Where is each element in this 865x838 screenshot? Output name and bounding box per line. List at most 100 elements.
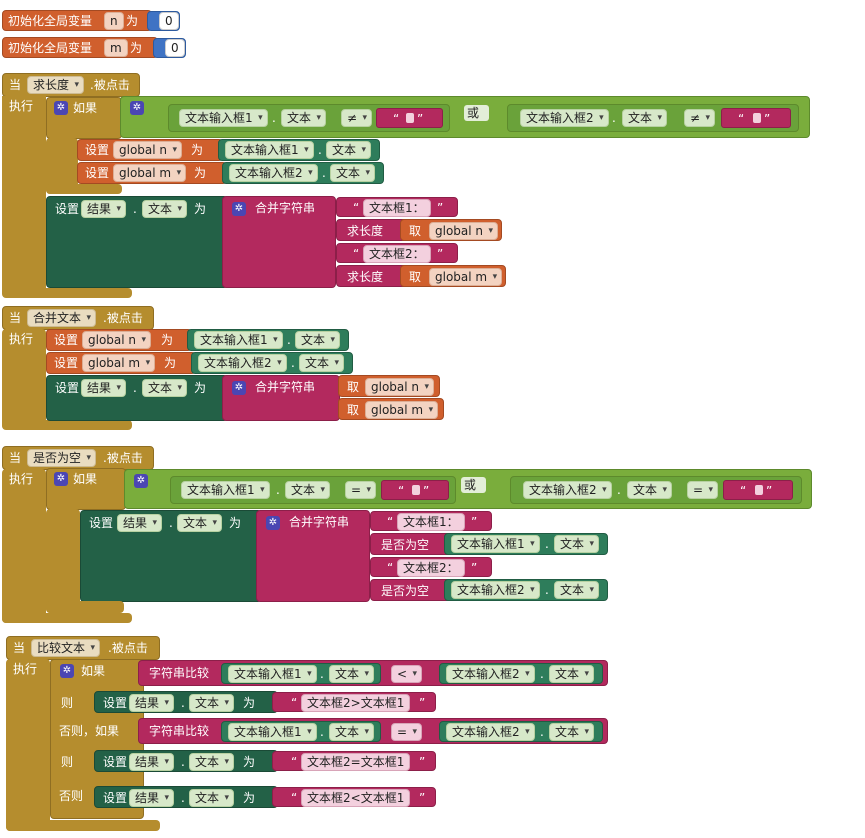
component-dropdown[interactable]: 文本输入框1 xyxy=(194,331,283,349)
set-result-block[interactable]: 设置 结果 . 文本 为 xyxy=(94,786,278,808)
component-dropdown[interactable]: 结果 xyxy=(129,694,175,712)
gear-icon[interactable]: ✲ xyxy=(232,381,246,395)
event-block-isempty[interactable]: 当 是否为空 .被点击 xyxy=(2,446,154,470)
empty-string[interactable] xyxy=(753,113,761,123)
property-dropdown[interactable]: 文本 xyxy=(189,694,235,712)
variable-dropdown[interactable]: global m xyxy=(82,354,156,372)
text-block[interactable]: “ 文本框2： ” xyxy=(336,243,458,263)
empty-string[interactable] xyxy=(755,485,763,495)
property-dropdown[interactable]: 文本 xyxy=(329,723,375,741)
text-block[interactable]: “ 文本框2=文本框1 ” xyxy=(272,751,436,771)
set-global-n-block[interactable]: 设置 global n 为 xyxy=(46,329,192,351)
text-block[interactable]: “ 文本框1： ” xyxy=(336,197,458,217)
component-getter[interactable]: 文本输入框1 . 文本 xyxy=(221,663,381,684)
property-dropdown[interactable]: 文本 xyxy=(549,665,595,683)
variable-dropdown[interactable]: global n xyxy=(429,222,499,240)
variable-dropdown[interactable]: global n xyxy=(82,331,152,349)
set-result-block[interactable]: 设置 结果 . 文本 为 xyxy=(94,691,278,713)
property-dropdown[interactable]: 文本 xyxy=(299,354,345,372)
variable-dropdown[interactable]: global m xyxy=(429,268,503,286)
property-dropdown[interactable]: 文本 xyxy=(189,753,235,771)
operator-dropdown[interactable]: ≠ xyxy=(684,109,716,127)
text-block[interactable]: “ ” xyxy=(376,108,443,128)
property-dropdown[interactable]: 文本 xyxy=(189,789,235,807)
component-dropdown[interactable]: 文本输入框1 xyxy=(451,535,540,553)
component-dropdown[interactable]: 文本输入框2 xyxy=(523,481,612,499)
number-field[interactable]: 0 xyxy=(165,39,185,57)
component-dropdown[interactable]: 文本输入框1 xyxy=(179,109,268,127)
empty-string[interactable] xyxy=(412,485,420,495)
component-dropdown[interactable]: 求长度 xyxy=(27,76,85,94)
property-dropdown[interactable]: 文本 xyxy=(554,535,600,553)
component-getter[interactable]: 文本输入框2 . 文本 xyxy=(439,721,603,742)
property-dropdown[interactable]: 文本 xyxy=(177,514,223,532)
text-field[interactable]: 文本框1： xyxy=(363,199,431,217)
text-field[interactable]: 文本框2=文本框1 xyxy=(301,753,411,771)
compare-block[interactable]: 文本输入框1 . 文本 = “ ” xyxy=(170,476,456,504)
property-dropdown[interactable]: 文本 xyxy=(142,379,188,397)
component-getter[interactable]: 文本输入框1 . 文本 xyxy=(221,721,381,742)
join-block[interactable]: ✲ 合并字符串 xyxy=(256,510,370,602)
text-block[interactable]: “ 文本框2<文本框1 ” xyxy=(272,787,436,807)
text-block[interactable]: “ 文本框1： ” xyxy=(370,511,492,531)
text-block[interactable]: “ ” xyxy=(723,480,793,500)
number-block[interactable]: 0 xyxy=(153,38,186,58)
component-getter[interactable]: 文本输入框1 . 文本 xyxy=(444,533,608,555)
number-block[interactable]: 0 xyxy=(147,11,180,31)
if-block[interactable]: ✲ 如果 则 xyxy=(46,97,122,156)
component-dropdown[interactable]: 文本输入框1 xyxy=(228,723,317,741)
gear-icon[interactable]: ✲ xyxy=(60,664,74,678)
isempty-block[interactable]: 是否为空 xyxy=(370,533,466,555)
component-dropdown[interactable]: 结果 xyxy=(129,753,175,771)
variable-dropdown[interactable]: global m xyxy=(365,401,439,419)
component-dropdown[interactable]: 文本输入框1 xyxy=(228,665,317,683)
text-field[interactable]: 文本框1： xyxy=(397,513,465,531)
empty-string[interactable] xyxy=(406,113,414,123)
operator-dropdown[interactable]: ≠ xyxy=(341,109,373,127)
component-dropdown[interactable]: 文本输入框2 xyxy=(446,723,535,741)
set-global-n-block[interactable]: 设置 global n 为 xyxy=(77,139,223,161)
property-dropdown[interactable]: 文本 xyxy=(285,481,331,499)
component-dropdown[interactable]: 文本输入框2 xyxy=(520,109,609,127)
operator-dropdown[interactable]: = xyxy=(391,723,423,741)
set-result-block[interactable]: 设置 结果 . 文本 为 xyxy=(46,375,228,421)
global-name-field[interactable]: n xyxy=(104,12,124,30)
property-dropdown[interactable]: 文本 xyxy=(142,200,188,218)
gear-icon[interactable]: ✲ xyxy=(130,101,144,115)
text-block[interactable]: “ ” xyxy=(381,480,449,500)
if-block[interactable]: ✲ 如果 则 xyxy=(46,468,126,530)
gear-icon[interactable]: ✲ xyxy=(54,101,68,115)
component-dropdown[interactable]: 结果 xyxy=(117,514,163,532)
property-dropdown[interactable]: 文本 xyxy=(330,164,376,182)
set-result-block[interactable]: 设置 结果 . 文本 为 xyxy=(94,750,278,772)
set-global-m-block[interactable]: 设置 global m 为 xyxy=(77,162,227,184)
set-result-block[interactable]: 设置 结果 . 文本 为 xyxy=(46,196,228,288)
property-dropdown[interactable]: 文本 xyxy=(622,109,668,127)
get-global-n[interactable]: 取 global n xyxy=(338,375,440,397)
component-dropdown[interactable]: 比较文本 xyxy=(31,639,101,657)
component-getter[interactable]: 文本输入框2 . 文本 xyxy=(191,352,353,374)
component-dropdown[interactable]: 文本输入框2 xyxy=(451,581,540,599)
variable-dropdown[interactable]: global m xyxy=(113,164,187,182)
component-getter[interactable]: 文本输入框1 . 文本 xyxy=(218,139,380,161)
operator-dropdown[interactable]: < xyxy=(391,665,423,683)
property-dropdown[interactable]: 文本 xyxy=(326,141,372,159)
event-block-compare[interactable]: 当 比较文本 .被点击 xyxy=(6,636,160,660)
property-dropdown[interactable]: 文本 xyxy=(627,481,673,499)
text-field[interactable]: 文本框2>文本框1 xyxy=(301,694,411,712)
component-dropdown[interactable]: 合并文本 xyxy=(27,309,97,327)
variable-dropdown[interactable]: global n xyxy=(113,141,183,159)
component-getter[interactable]: 文本输入框2 . 文本 xyxy=(439,663,603,684)
component-dropdown[interactable]: 结果 xyxy=(129,789,175,807)
operator-dropdown[interactable]: = xyxy=(687,481,719,499)
compare-block[interactable]: 文本输入框1 . 文本 ≠ “ ” xyxy=(168,104,450,132)
string-compare-block[interactable]: 字符串比较 文本输入框1 . 文本 < 文本输入框2 . 文本 xyxy=(138,660,608,686)
gear-icon[interactable]: ✲ xyxy=(232,202,246,216)
compare-block[interactable]: 文本输入框2 . 文本 = “ ” xyxy=(510,476,802,504)
property-dropdown[interactable]: 文本 xyxy=(554,581,600,599)
global-m-init-block[interactable]: 初始化全局变量 m 为 xyxy=(2,37,158,58)
component-getter[interactable]: 文本输入框1 . 文本 xyxy=(187,329,349,351)
gear-icon[interactable]: ✲ xyxy=(54,472,68,486)
text-block[interactable]: “ 文本框2>文本框1 ” xyxy=(272,692,436,712)
gear-icon[interactable]: ✲ xyxy=(134,474,148,488)
